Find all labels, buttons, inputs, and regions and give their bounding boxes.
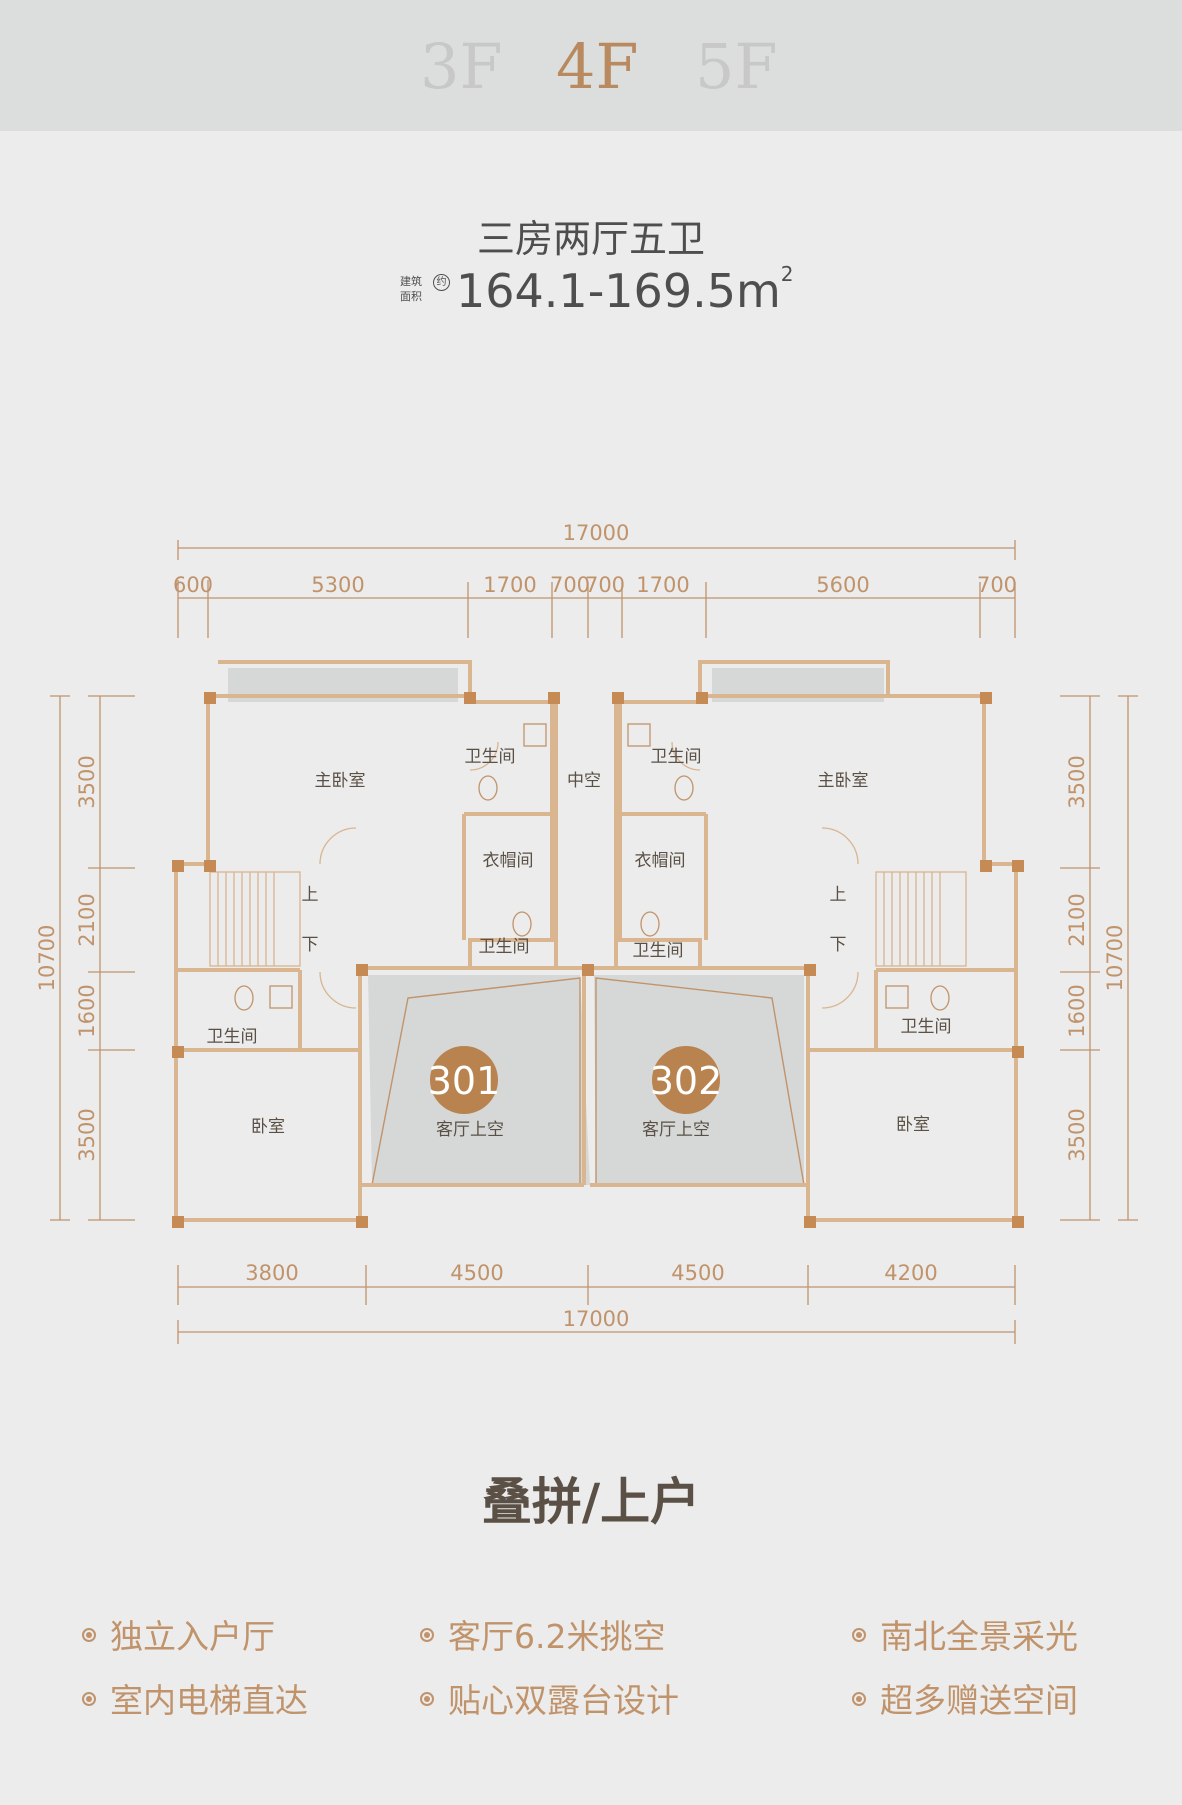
room-bath-upper-left: 卫生间 xyxy=(465,747,516,767)
dim-left-3: 1600 xyxy=(75,984,99,1037)
dim-top-4: 700 xyxy=(550,573,590,597)
room-void: 中空 xyxy=(567,771,601,791)
stair-down-right: 下 xyxy=(830,935,847,955)
room-labels: 主卧室 主卧室 中空 卫生间 卫生间 衣帽间 衣帽间 卫生间 卫生间 卫生间 卫… xyxy=(207,747,952,1140)
stair-down-left: 下 xyxy=(302,935,319,955)
bullet-icon xyxy=(852,1692,866,1706)
dim-bottom-4: 4200 xyxy=(884,1261,937,1285)
room-living-void-right: 客厅上空 xyxy=(642,1120,710,1140)
stair-up-left: 上 xyxy=(302,885,319,905)
dim-bottom-total: 17000 xyxy=(563,1307,630,1331)
feature-text: 室内电梯直达 xyxy=(110,1681,308,1720)
bullet-icon xyxy=(852,1628,866,1642)
feature-text: 贴心双露台设计 xyxy=(448,1681,679,1720)
dim-top-3: 1700 xyxy=(483,573,536,597)
unit-badge-301 xyxy=(430,1046,498,1114)
dim-bottom-3: 4500 xyxy=(671,1261,724,1285)
feature-text: 超多赠送空间 xyxy=(880,1681,1078,1720)
floor-plan: 17000 600 5300 1700 700 700 1700 5600 70… xyxy=(35,521,1138,1344)
feature-text: 南北全景采光 xyxy=(880,1617,1078,1656)
tab-5f[interactable]: 5F xyxy=(695,30,778,103)
area-unit-superscript: 2 xyxy=(780,262,794,286)
unit-badges: 301 302 xyxy=(428,1046,723,1114)
approx-badge: 约 xyxy=(433,274,450,291)
stairs xyxy=(209,871,967,967)
room-master-bedroom-left: 主卧室 xyxy=(315,771,366,791)
room-bath-lower-left: 卫生间 xyxy=(207,1027,258,1047)
dim-top-5: 700 xyxy=(585,573,625,597)
unit-badge-302 xyxy=(652,1046,720,1114)
feature-item: 超多赠送空间 xyxy=(852,1674,1078,1722)
dim-right-4: 3500 xyxy=(1065,1108,1089,1161)
area-label: 建筑 面积 xyxy=(400,274,436,304)
bullet-icon xyxy=(420,1692,434,1706)
room-living-void-left: 客厅上空 xyxy=(436,1120,504,1140)
feature-text: 独立入户厅 xyxy=(110,1617,275,1656)
feature-item: 南北全景采光 xyxy=(852,1610,1078,1658)
walls xyxy=(174,660,1018,1222)
room-bath-upper-right: 卫生间 xyxy=(651,747,702,767)
dim-right-total: 10700 xyxy=(1103,925,1127,992)
tab-4f[interactable]: 4F xyxy=(556,30,639,103)
unit-number-301: 301 xyxy=(428,1059,501,1103)
dim-top-total: 17000 xyxy=(563,521,630,545)
room-closet-right: 衣帽间 xyxy=(635,851,686,871)
dim-left-4: 3500 xyxy=(75,1108,99,1161)
dim-right-3: 1600 xyxy=(1065,984,1089,1037)
dimension-labels: 17000 600 5300 1700 700 700 1700 5600 70… xyxy=(35,521,1127,1331)
dim-top-8: 700 xyxy=(977,573,1017,597)
room-bedroom-left: 卧室 xyxy=(251,1117,285,1137)
dim-bottom-1: 3800 xyxy=(245,1261,298,1285)
fixtures xyxy=(234,723,950,1011)
dim-right-2: 2100 xyxy=(1065,893,1089,946)
dim-top-1: 600 xyxy=(173,573,213,597)
tab-3f[interactable]: 3F xyxy=(420,30,503,103)
dim-right-1: 3500 xyxy=(1065,755,1089,808)
dim-left-1: 3500 xyxy=(75,755,99,808)
bullet-icon xyxy=(82,1628,96,1642)
feature-item: 独立入户厅 xyxy=(82,1610,275,1658)
columns xyxy=(172,692,1024,1228)
feature-text: 客厅6.2米挑空 xyxy=(448,1617,666,1656)
unit-type-subtitle: 叠拼/上户 xyxy=(481,1472,701,1531)
feature-item: 室内电梯直达 xyxy=(82,1674,308,1722)
dim-top-2: 5300 xyxy=(311,573,364,597)
dim-top-7: 5600 xyxy=(816,573,869,597)
feature-item: 贴心双露台设计 xyxy=(420,1674,679,1722)
room-bath-lower-right: 卫生间 xyxy=(901,1017,952,1037)
room-closet-left: 衣帽间 xyxy=(483,851,534,871)
room-bath-middle-right: 卫生间 xyxy=(633,941,684,961)
area-value: 164.1-169.5m2 xyxy=(456,262,794,318)
layout-title: 三房两厅五卫 xyxy=(476,217,705,261)
area-label-line2: 面积 xyxy=(400,290,422,303)
area-number: 164.1-169.5m xyxy=(456,264,781,318)
dimension-lines xyxy=(50,540,1138,1344)
feature-item: 客厅6.2米挑空 xyxy=(420,1610,665,1658)
unit-number-302: 302 xyxy=(650,1059,723,1103)
bullet-icon xyxy=(420,1628,434,1642)
stair-up-right: 上 xyxy=(830,885,847,905)
area-label-line1: 建筑 xyxy=(400,275,422,288)
dim-top-6: 1700 xyxy=(636,573,689,597)
doors xyxy=(319,741,859,1009)
dim-left-2: 2100 xyxy=(75,893,99,946)
bullet-icon xyxy=(82,1692,96,1706)
room-bath-middle-left: 卫生间 xyxy=(479,937,530,957)
dim-bottom-2: 4500 xyxy=(450,1261,503,1285)
floor-tabs: 3F 4F 5F xyxy=(0,0,1182,131)
room-bedroom-right: 卧室 xyxy=(896,1115,930,1135)
dim-left-total: 10700 xyxy=(35,925,59,992)
room-master-bedroom-right: 主卧室 xyxy=(818,771,869,791)
